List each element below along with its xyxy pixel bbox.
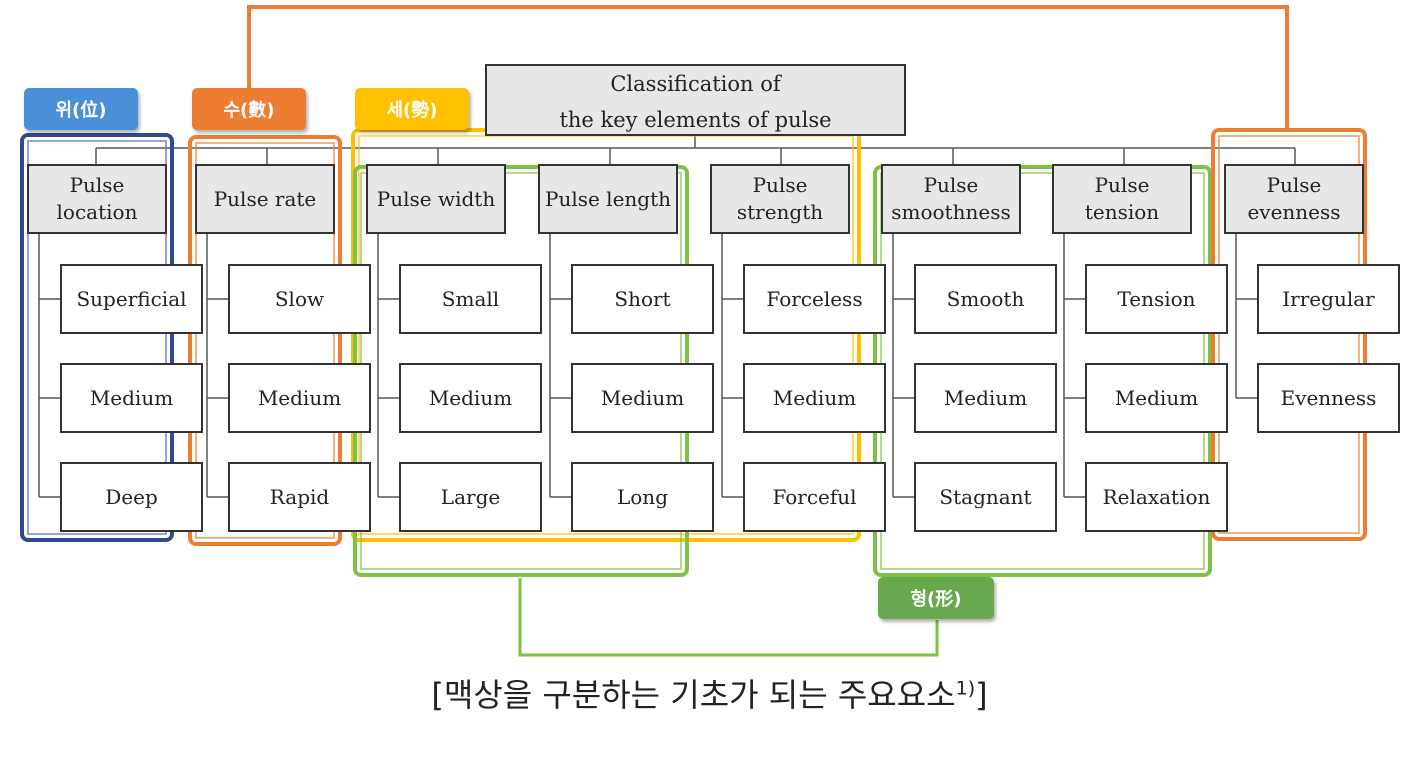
category-node: Pulse evenness (1224, 164, 1364, 234)
category-label: Pulse strength (737, 172, 823, 226)
leaf-node: Medium (399, 363, 542, 433)
category-node: Pulse tension (1052, 164, 1192, 234)
leaf-node: Superficial (60, 264, 203, 334)
leaf-node: Medium (571, 363, 714, 433)
badge-su: 수(數) (192, 88, 306, 130)
leaf-node: Small (399, 264, 542, 334)
category-node: Pulse smoothness (881, 164, 1021, 234)
category-label-line2: location (56, 200, 138, 224)
leaf-node: Slow (228, 264, 371, 334)
caption-close: ] (975, 676, 988, 714)
caption-footnote: 1) (955, 677, 976, 700)
category-node: Pulse rate (195, 164, 335, 234)
leaf-node: Medium (743, 363, 886, 433)
category-label: Pulse length (545, 186, 671, 213)
badge-wi: 위(位) (24, 88, 138, 130)
leaf-node: Short (571, 264, 714, 334)
caption-text: [맥상을 구분하는 기초가 되는 주요요소 (431, 676, 956, 714)
category-label: Pulse location (57, 172, 138, 226)
badge-hyeong: 형(形) (878, 577, 994, 619)
category-node: Pulse length (538, 164, 678, 234)
leaf-node: Deep (60, 462, 203, 532)
category-label-line2: smoothness (891, 200, 1011, 224)
leaf-node: Rapid (228, 462, 371, 532)
leaf-node: Tension (1085, 264, 1228, 334)
category-label-line2: tension (1084, 200, 1160, 224)
leaf-node: Smooth (914, 264, 1057, 334)
category-label-line1: Pulse (923, 173, 979, 197)
leaf-node: Stagnant (914, 462, 1057, 532)
leaf-node: Forceful (743, 462, 886, 532)
leaf-node: Long (571, 462, 714, 532)
leaf-node: Medium (1085, 363, 1228, 433)
leaf-node: Evenness (1257, 363, 1400, 433)
leaf-node: Forceless (743, 264, 886, 334)
category-label: Pulse smoothness (891, 172, 1010, 226)
leaf-node: Medium (914, 363, 1057, 433)
root-line2: the key elements of pulse (559, 108, 832, 132)
category-label-line1: Pulse (69, 173, 125, 197)
category-node: Pulse strength (710, 164, 850, 234)
category-node: Pulse width (366, 164, 506, 234)
category-label-line1: Pulse (1094, 173, 1150, 197)
leaf-node: Medium (60, 363, 203, 433)
category-label-line2: evenness (1247, 200, 1341, 224)
category-label-line1: Pulse rate (213, 186, 317, 211)
category-label-line2: strength (736, 200, 824, 224)
figure-caption: [맥상을 구분하는 기초가 되는 주요요소1)] (0, 670, 1419, 716)
category-label-line1: Pulse width (376, 186, 496, 211)
category-label-line1: Pulse length (544, 186, 672, 211)
category-label-line1: Pulse (1266, 173, 1322, 197)
root-node: Classification of the key elements of pu… (485, 64, 906, 136)
category-label-line1: Pulse (752, 173, 808, 197)
category-label: Pulse evenness (1247, 172, 1340, 226)
badge-se: 세(勢) (355, 88, 469, 130)
leaf-node: Medium (228, 363, 371, 433)
category-node: Pulse location (27, 164, 167, 234)
leaf-node: Relaxation (1085, 462, 1228, 532)
category-label: Pulse width (377, 186, 495, 213)
category-label: Pulse tension (1085, 172, 1159, 226)
category-label: Pulse rate (214, 186, 317, 213)
leaf-node: Irregular (1257, 264, 1400, 334)
leaf-node: Large (399, 462, 542, 532)
root-line1: Classification of (610, 72, 781, 96)
